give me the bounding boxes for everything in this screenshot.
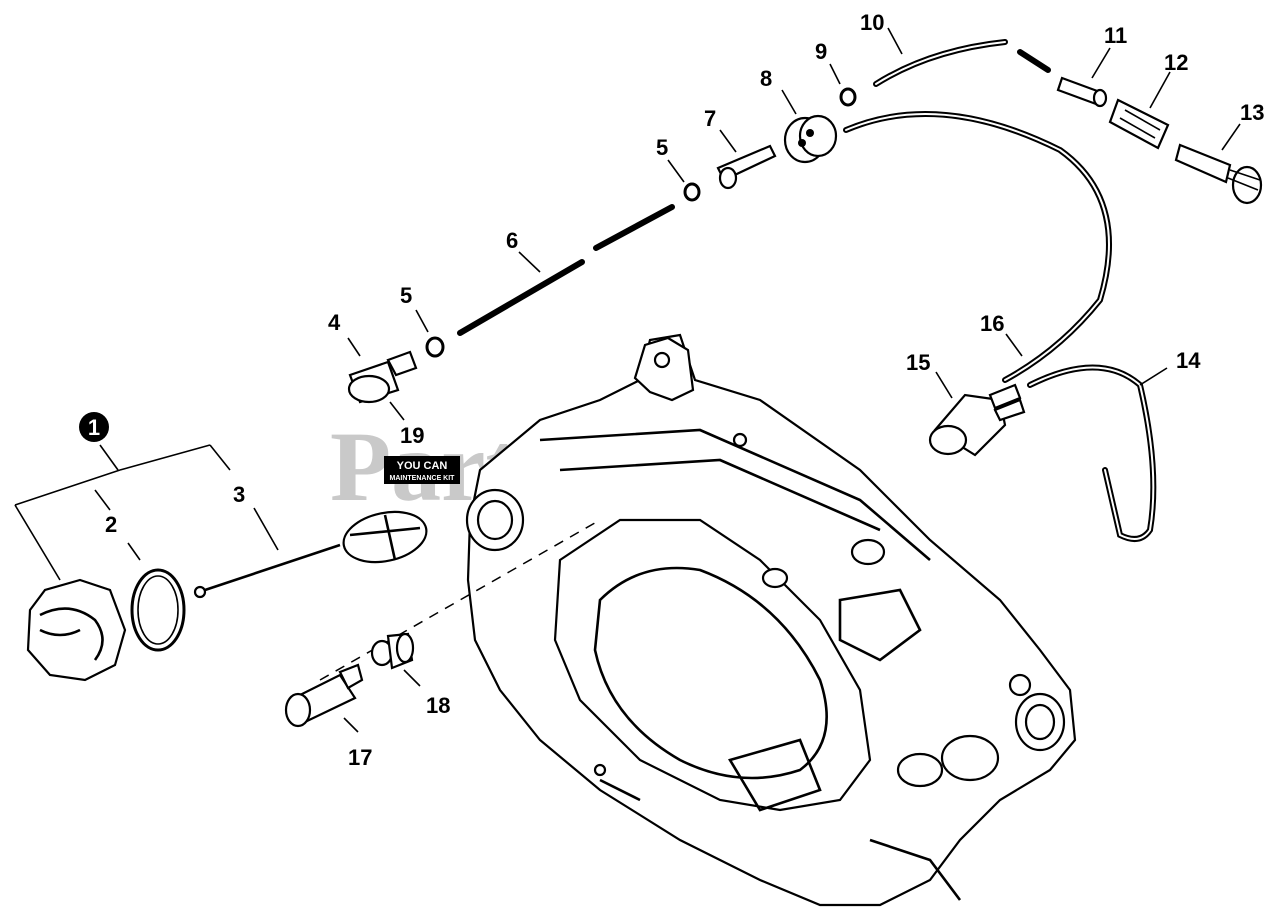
crankcase-housing bbox=[465, 333, 1077, 907]
bushing-18 bbox=[370, 632, 415, 670]
washer-small-lower bbox=[425, 336, 445, 358]
fitting-11 bbox=[1056, 76, 1108, 108]
callout-17[interactable]: 17 bbox=[348, 745, 372, 770]
callout-9[interactable]: 9 bbox=[815, 39, 827, 64]
callout-4[interactable]: 4 bbox=[328, 310, 341, 335]
leader-lines bbox=[127, 27, 1241, 733]
hose-loop-14 bbox=[1027, 364, 1157, 542]
maintenance-kit-badge[interactable]: YOU CAN MAINTENANCE KIT bbox=[384, 456, 460, 484]
pump-bulb-15 bbox=[928, 383, 1026, 457]
washer-small-upper bbox=[683, 182, 701, 202]
grommet bbox=[783, 114, 838, 164]
cap-o-ring bbox=[130, 568, 186, 652]
callout-18[interactable]: 18 bbox=[426, 693, 450, 718]
callout-2[interactable]: 2 bbox=[105, 512, 117, 537]
callout-1-bracket bbox=[14, 444, 231, 581]
callout-5-upper[interactable]: 5 bbox=[656, 135, 668, 160]
callout-10[interactable]: 10 bbox=[860, 10, 884, 35]
callout-12[interactable]: 12 bbox=[1164, 50, 1188, 75]
oil-hose-straight bbox=[457, 204, 675, 336]
hose-10 bbox=[873, 39, 1051, 87]
callout-1-label: 1 bbox=[88, 415, 100, 440]
sleeve-12 bbox=[1108, 98, 1170, 150]
pickup-13 bbox=[1174, 143, 1263, 205]
plug-17 bbox=[284, 663, 364, 728]
callout-15[interactable]: 15 bbox=[906, 350, 930, 375]
callout-11[interactable]: 11 bbox=[1104, 23, 1127, 48]
callout-13[interactable]: 13 bbox=[1240, 100, 1264, 125]
kit-badge-line1: YOU CAN bbox=[397, 460, 448, 472]
callout-16[interactable]: 16 bbox=[980, 311, 1004, 336]
callout-1[interactable]: 1 bbox=[79, 412, 109, 442]
callout-6[interactable]: 6 bbox=[506, 228, 518, 253]
callout-19[interactable]: 19 bbox=[400, 423, 424, 448]
callout-8[interactable]: 8 bbox=[760, 66, 772, 91]
oil-filter bbox=[347, 350, 418, 404]
callout-3[interactable]: 3 bbox=[233, 482, 245, 507]
kit-badge-line2: MAINTENANCE KIT bbox=[390, 475, 456, 482]
callout-5-lower[interactable]: 5 bbox=[400, 283, 412, 308]
hose-connector bbox=[716, 144, 777, 190]
callout-7[interactable]: 7 bbox=[704, 106, 716, 131]
oil-cap bbox=[26, 578, 127, 682]
cap-strap bbox=[193, 510, 428, 599]
washer-9 bbox=[839, 87, 857, 107]
long-hose-16 bbox=[843, 111, 1112, 383]
callout-14[interactable]: 14 bbox=[1176, 348, 1201, 373]
